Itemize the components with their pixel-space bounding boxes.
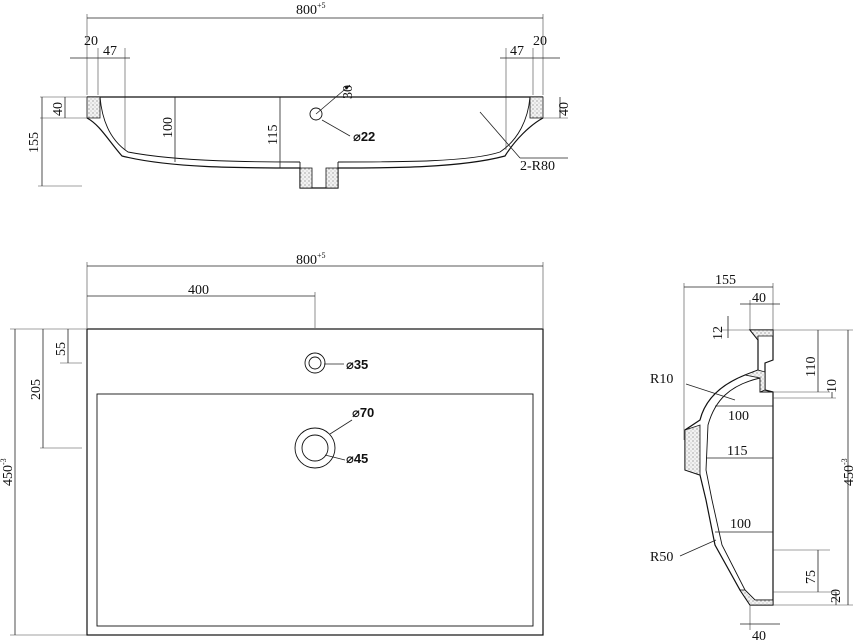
- overflow-hole: [309, 107, 323, 121]
- side-lower-width-label: 100: [730, 517, 751, 532]
- front-overflow-angle-label: 30: [341, 85, 356, 99]
- top-overall-width-label: 800+5: [296, 251, 326, 268]
- front-total-height-label: 155: [27, 132, 42, 153]
- front-left-20-label: 20: [84, 34, 98, 49]
- side-top-rim-label: 40: [752, 291, 766, 306]
- front-overall-width-label: 800+5: [296, 1, 326, 18]
- top-hole-top-label: 55: [54, 342, 69, 356]
- side-total-height-label: 155: [715, 273, 736, 288]
- front-left-47-label: 47: [103, 44, 117, 59]
- front-bowl-depth-label: 100: [161, 117, 176, 138]
- bowl-outline: [96, 393, 534, 627]
- side-overflow-slot-label: 10: [825, 379, 840, 393]
- front-view: 800+5 20 47 47 20 30 ⌀22: [27, 1, 572, 189]
- top-drain-inner-dia-label: ⌀45: [346, 451, 368, 466]
- side-section-outline: [684, 329, 774, 606]
- drain-outer: [294, 427, 336, 469]
- side-overflow-radius-label: R10: [650, 372, 673, 387]
- front-overflow-dia-label: ⌀22: [353, 129, 375, 144]
- top-drain-outer-dia-label: ⌀70: [352, 405, 374, 420]
- drain-inner: [301, 434, 329, 462]
- front-right-47-label: 47: [510, 44, 524, 59]
- side-overall-depth-label: 450-3: [840, 458, 857, 486]
- side-bottom-rim-label: 40: [752, 629, 766, 644]
- top-hole-offset-label: 400: [188, 283, 209, 298]
- front-radius-label: 2-R80: [520, 159, 555, 174]
- side-front-lip-label: 20: [829, 589, 844, 603]
- top-overall-depth-label: 450-3: [0, 458, 16, 486]
- side-upper-width-label: 100: [728, 409, 749, 424]
- side-mid-width-label: 115: [727, 444, 747, 459]
- side-notch-label: 12: [711, 326, 726, 340]
- side-lower-radius-label: R50: [650, 550, 673, 565]
- top-view: 800+5 400 ⌀35 ⌀70 ⌀45 450-3 205 55: [0, 251, 544, 636]
- front-overflow-height-label: 115: [266, 125, 281, 145]
- top-tap-hole-dia-label: ⌀35: [346, 357, 368, 372]
- basin-outline: [86, 328, 544, 636]
- side-overflow-drop-label: 110: [804, 357, 819, 377]
- side-front-depth-label: 75: [804, 570, 819, 584]
- top-bowl-edge-label: 205: [29, 379, 44, 400]
- front-rim-right-40-label: 40: [557, 102, 572, 116]
- front-rim-left-40-label: 40: [51, 102, 66, 116]
- side-view: 155 40 12 450-3 110 10 R10: [650, 273, 857, 644]
- front-right-20-label: 20: [533, 34, 547, 49]
- tap-hole: [304, 352, 326, 374]
